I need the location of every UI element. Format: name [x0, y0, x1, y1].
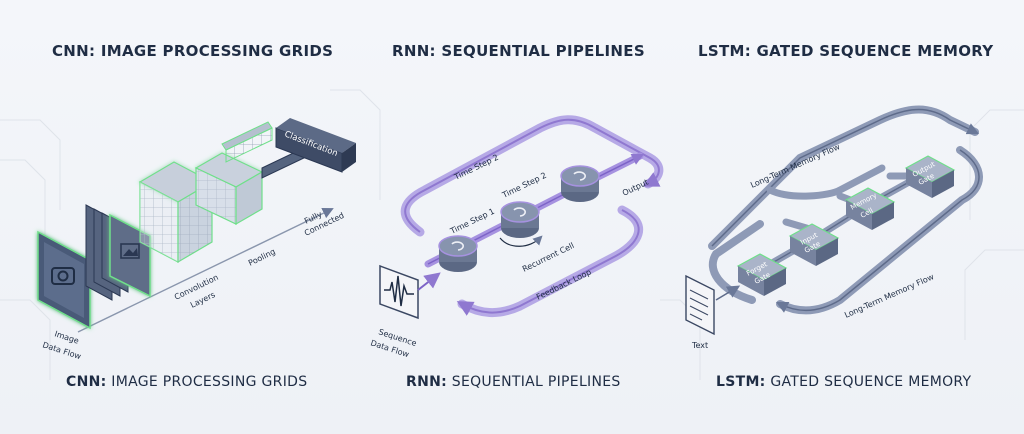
rnn-caption-bold: RNN:	[406, 374, 448, 390]
lstm-longterm-bottom-label: Long-Term Memory Flow	[843, 272, 935, 320]
lstm-memory-loop-left	[708, 220, 764, 304]
lstm-forget-gate	[736, 253, 788, 296]
waveform-icon	[384, 275, 414, 307]
rnn-title: RNN: SEQUENTIAL PIPELINES	[392, 42, 645, 60]
camera-icon	[51, 267, 75, 285]
rnn-feedback-loop-label: Feedback Loop	[535, 267, 593, 301]
lstm-caption: LSTM: GATED SEQUENCE MEMORY	[716, 374, 971, 390]
cnn-pooling-label: Pooling	[247, 247, 277, 268]
rnn-recurrent-cell-label: Recurrent Cell	[521, 241, 576, 274]
lstm-caption-rest: GATED SEQUENCE MEMORY	[765, 374, 972, 390]
rnn-output-label: Output	[621, 178, 650, 198]
cnn-title: CNN: IMAGE PROCESSING GRIDS	[52, 42, 334, 60]
cnn-image-label-1: Image	[53, 329, 80, 345]
rnn-cell-3	[560, 165, 600, 202]
circuit-background	[0, 89, 1024, 380]
rnn-cell-1	[438, 235, 478, 272]
lstm-memory-cell	[844, 187, 896, 230]
cnn-caption-rest: IMAGE PROCESSING GRIDS	[106, 374, 308, 390]
rnn-cell-2	[500, 201, 540, 238]
refresh-icon	[451, 171, 586, 251]
rnn-caption: RNN: SEQUENTIAL PIPELINES	[406, 374, 621, 390]
lstm-input-gate	[788, 223, 840, 266]
cnn-classification-box	[275, 118, 356, 173]
rnn-time-step-2-label: Time Step 2	[500, 171, 548, 201]
cnn-pooling-cube	[194, 152, 264, 226]
lstm-caption-bold: LSTM:	[716, 374, 766, 390]
cnn-panel: Classification Image Data Flow Convoluti…	[37, 118, 356, 361]
cnn-caption-bold: CNN:	[66, 374, 107, 390]
lstm-text-label: Text	[691, 341, 708, 350]
lstm-title: LSTM: GATED SEQUENCE MEMORY	[698, 42, 994, 60]
rnn-caption-rest: SEQUENTIAL PIPELINES	[447, 374, 621, 390]
lstm-longterm-top-label: Long-Term Memory Flow	[749, 142, 841, 190]
cnn-flow-arrow	[77, 208, 334, 333]
rnn-panel: Sequence Data Flow Time Step 2 Time Step…	[369, 115, 664, 359]
lstm-panel: Long-Term Memory Flow Long-Term Memory F…	[685, 105, 983, 350]
image-icon	[120, 243, 140, 259]
cnn-caption: CNN: IMAGE PROCESSING GRIDS	[66, 374, 307, 390]
lstm-output-gate	[904, 155, 956, 198]
document-icon	[685, 274, 715, 336]
